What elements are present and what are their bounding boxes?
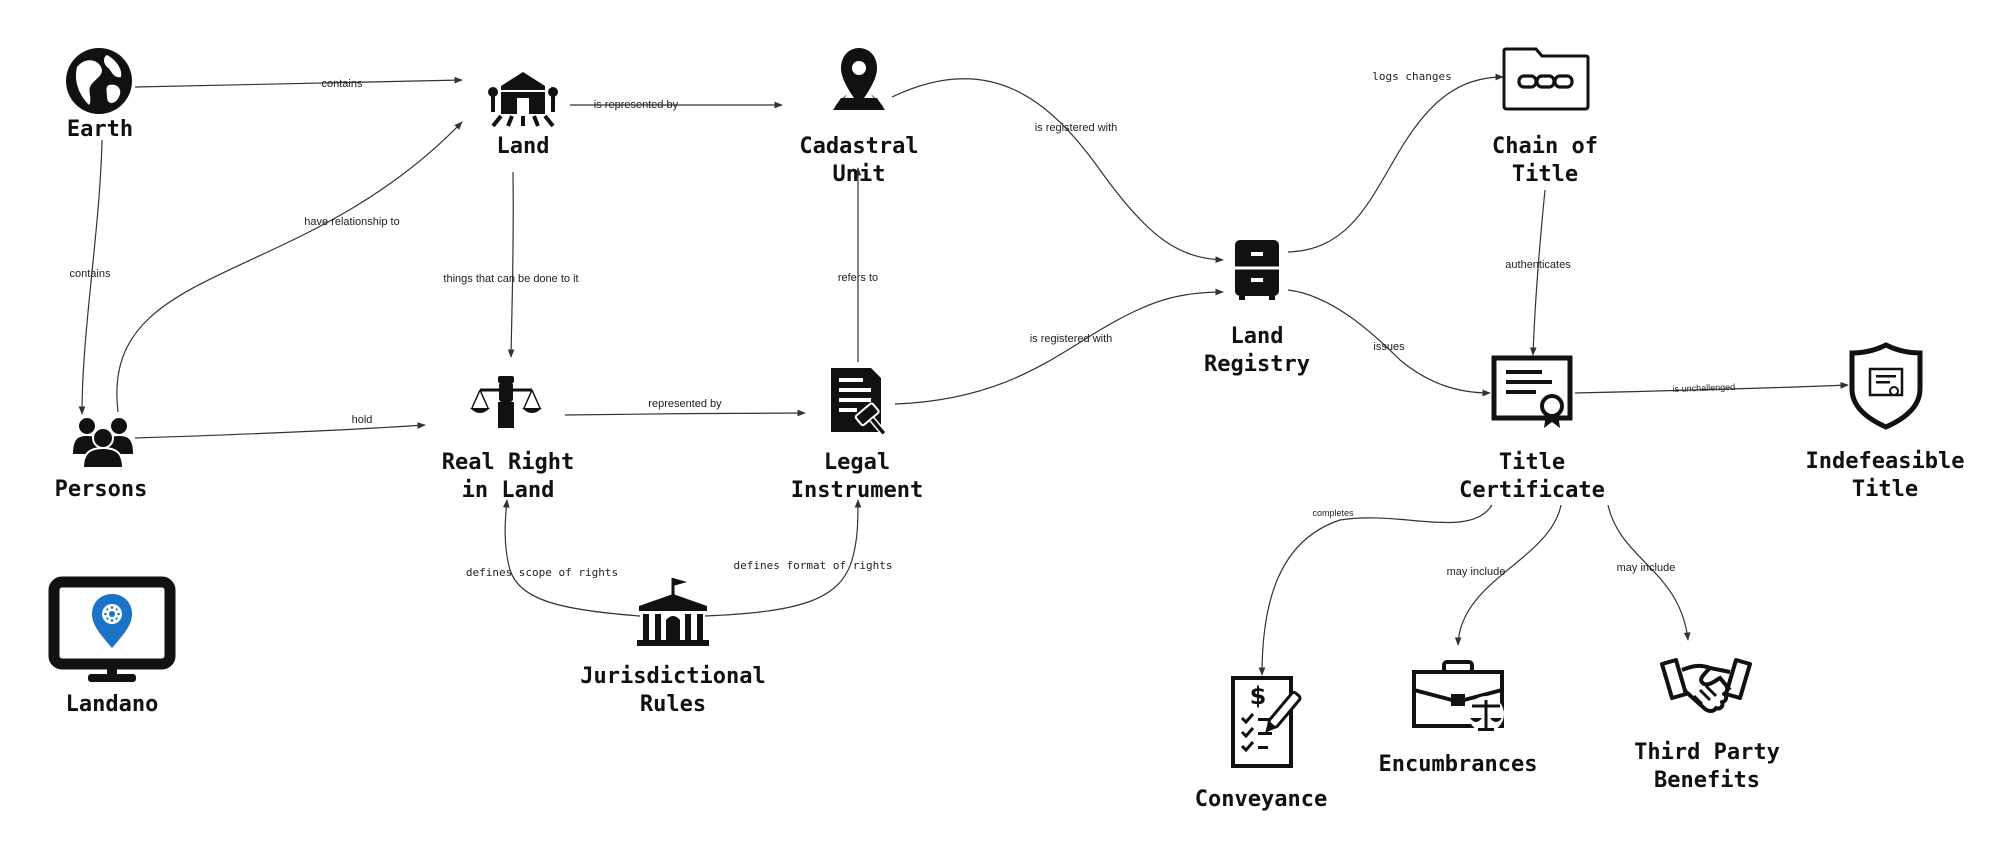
edge-label-instrument-registry: is registered with [1030, 333, 1113, 345]
node-third-party-benefits[interactable]: Third Party Benefits [1634, 658, 1780, 793]
node-label: Encumbrances [1379, 752, 1538, 777]
node-indefeasible-title[interactable]: Indefeasible Title [1806, 342, 1965, 502]
node-label-line2: Benefits [1654, 768, 1760, 793]
edge-certificate-encumbrances [1454, 504, 1562, 646]
edge-label-cadastral-registry: is registered with [1035, 122, 1118, 134]
node-label-line1: Legal [824, 450, 890, 475]
node-label: Conveyance [1195, 787, 1327, 812]
briefcase-scales-icon [1412, 660, 1504, 732]
edge-label-earth-land: contains [322, 78, 363, 90]
node-earth[interactable]: Earth [66, 48, 133, 142]
edge-certificate-indefeasible [1574, 381, 1849, 394]
certificate-icon [1491, 355, 1573, 428]
node-label-line1: Cadastral [799, 134, 918, 159]
document-gavel-icon [831, 368, 888, 437]
edge-cadastral-registry [891, 78, 1224, 264]
farm-field-icon [488, 72, 558, 128]
node-title-certificate[interactable]: Title Certificate [1459, 355, 1605, 503]
node-label-line1: Land [1231, 324, 1284, 349]
contract-signing-icon: $ [1231, 676, 1302, 768]
node-chain-of-title[interactable]: Chain of Title [1492, 47, 1598, 187]
node-encumbrances[interactable]: Encumbrances [1379, 660, 1538, 777]
edge-label-certificate-encumbrances: may include [1447, 566, 1506, 578]
edge-label-persons-land: have relationship to [304, 216, 399, 228]
node-label-line2: in Land [462, 478, 555, 503]
edge-chain-certificate [1529, 189, 1546, 356]
globe-icon [66, 48, 132, 114]
node-persons[interactable]: Persons [55, 418, 148, 502]
map-pin-icon [833, 48, 885, 110]
node-label-line1: Title [1499, 450, 1565, 475]
people-group-icon [73, 418, 133, 469]
node-label-line1: Chain of [1492, 134, 1598, 159]
edge-label-right-instrument: represented by [648, 398, 722, 410]
edge-label-certificate-thirdparty: may include [1617, 562, 1676, 574]
node-land[interactable]: Land [488, 72, 558, 159]
edge-label-instrument-cadastral: refers to [838, 272, 878, 284]
handshake-icon [1660, 658, 1752, 713]
edge-label-land-right: things that can be done to it [443, 273, 578, 285]
edge-persons-land [116, 121, 463, 413]
edge-earth-persons [78, 139, 103, 415]
edge-earth-land [134, 76, 463, 88]
node-label-line1: Real Right [442, 450, 574, 475]
node-label: Earth [67, 117, 133, 142]
node-legal-instrument[interactable]: Legal Instrument [791, 368, 923, 503]
node-label: Landano [66, 692, 159, 717]
edge-label-certificate-indefeasible: is unchallenged [1672, 382, 1735, 394]
edge-label-certificate-conveyance: completes [1312, 508, 1354, 518]
edge-label-registry-chain: logs changes [1372, 70, 1451, 83]
government-building-icon [637, 578, 709, 646]
node-label-line1: Indefeasible [1806, 449, 1965, 474]
filing-cabinet-icon [1235, 240, 1279, 300]
edge-label-persons-right: hold [352, 414, 373, 426]
node-landano-logo[interactable]: Landano [48, 576, 176, 717]
edge-instrument-registry [894, 288, 1224, 405]
edge-certificate-conveyance [1258, 504, 1493, 676]
edge-rules-right [502, 499, 641, 617]
node-label-line2: Title [1512, 162, 1578, 187]
edge-label-land-cadastral: is represented by [594, 99, 679, 111]
edge-label-earth-persons: contains [70, 268, 111, 280]
node-label: Persons [55, 477, 148, 502]
justice-scales-fist-icon [470, 376, 542, 428]
edge-right-instrument [564, 409, 806, 417]
edge-label-chain-certificate: authenticates [1505, 259, 1571, 271]
node-real-right-in-land[interactable]: Real Right in Land [442, 376, 574, 503]
node-label-line2: Unit [833, 162, 886, 187]
node-label-line1: Third Party [1634, 740, 1780, 765]
folder-chain-icon [1502, 47, 1590, 111]
edge-registry-chain [1287, 73, 1504, 253]
shield-certificate-icon [1849, 342, 1923, 430]
node-label-line2: Instrument [791, 478, 923, 503]
edge-persons-right [134, 422, 426, 439]
node-label: Land [497, 134, 550, 159]
node-label-line1: Jurisdictional [580, 664, 765, 689]
node-label-line2: Certificate [1459, 478, 1605, 503]
edge-label-rules-right: defines scope of rights [466, 566, 618, 579]
node-jurisdictional-rules[interactable]: Jurisdictional Rules [580, 578, 766, 717]
edge-label-rules-instrument: defines format of rights [734, 559, 893, 572]
svg-text:$: $ [1250, 682, 1267, 710]
edge-certificate-thirdparty [1607, 504, 1691, 641]
edge-registry-certificate [1287, 289, 1491, 397]
node-label-line2: Title [1852, 477, 1918, 502]
node-label-line2: Registry [1204, 352, 1310, 377]
edge-label-registry-certificate: issues [1373, 341, 1405, 353]
node-conveyance[interactable]: $ Conveyance [1195, 676, 1327, 812]
monitor-pin-logo-icon [48, 576, 176, 682]
node-land-registry[interactable]: Land Registry [1204, 240, 1310, 377]
node-label-line2: Rules [640, 692, 706, 717]
node-cadastral-unit[interactable]: Cadastral Unit [799, 48, 919, 187]
edges: contains contains have relationship to h… [70, 70, 1849, 676]
edge-rules-instrument [704, 499, 862, 617]
edge-land-right [507, 171, 515, 358]
